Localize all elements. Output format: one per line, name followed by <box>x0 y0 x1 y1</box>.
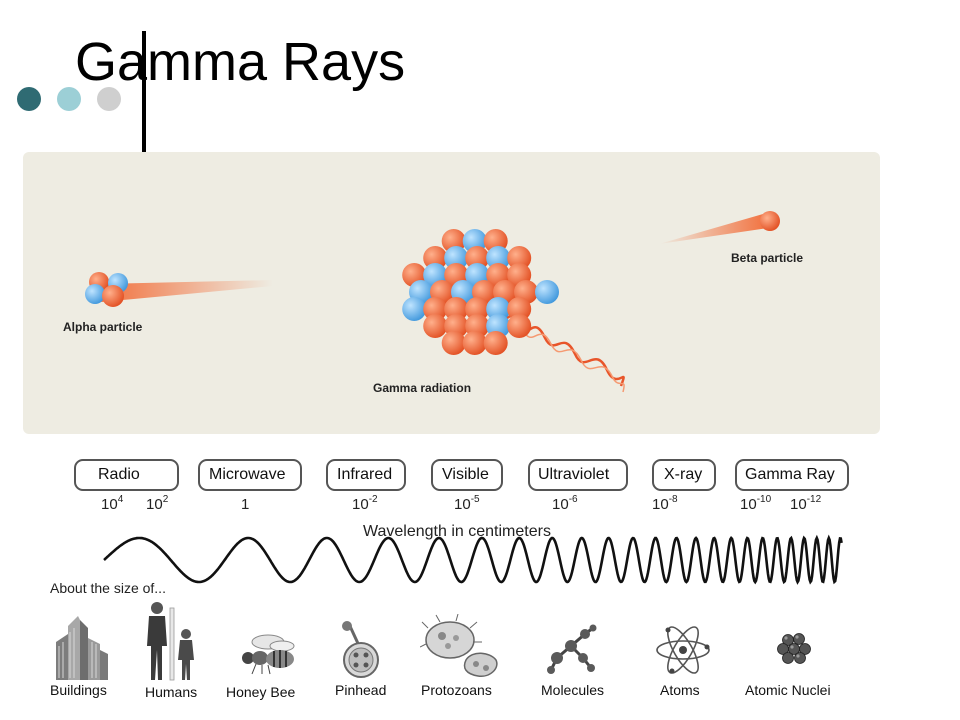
wavelength-visible: 10-5 <box>454 494 480 514</box>
nucleon <box>535 280 559 304</box>
band-radio: Radio <box>74 459 179 491</box>
wavelength-gamma-short: 10-12 <box>790 494 822 514</box>
nucleon <box>465 297 490 321</box>
title-divider-bar <box>142 31 146 152</box>
nucleon <box>423 314 448 338</box>
wavelength-axis-label: Wavelength in centimeters <box>363 523 551 540</box>
accent-dot-light <box>57 87 81 111</box>
nucleon <box>507 314 532 338</box>
nucleon <box>462 331 487 355</box>
gamma-radiation-label: Gamma radiation <box>373 381 472 395</box>
nucleon <box>486 246 511 270</box>
band-infrared: Infrared <box>326 459 406 491</box>
protozoans-icon <box>420 614 498 677</box>
nucleon <box>423 246 448 270</box>
radiation-artwork <box>85 211 780 393</box>
pinhead-icon <box>342 621 379 678</box>
caption-honey-bee: Honey Bee <box>226 684 296 700</box>
caption-atomic-nuclei: Atomic Nuclei <box>745 682 831 698</box>
accent-dot-gray <box>97 87 121 111</box>
wavelength-gamma-long: 10-10 <box>740 494 772 514</box>
nucleon <box>486 297 511 321</box>
atomic-nucleus-icon <box>777 633 811 664</box>
nucleon <box>441 331 466 355</box>
molecules-icon <box>547 624 597 674</box>
caption-humans: Humans <box>145 684 198 700</box>
honey-bee-icon <box>242 634 295 675</box>
nucleon <box>444 246 469 270</box>
band-ultraviolet: Ultraviolet <box>528 459 628 491</box>
humans-icon <box>147 602 194 681</box>
alpha-particle-label: Alpha particle <box>63 320 143 334</box>
nucleon <box>465 246 490 270</box>
band-xray-label: X-ray <box>664 466 703 483</box>
atom-icon <box>656 626 710 674</box>
accent-dot-dark <box>17 87 41 111</box>
band-microwave-label: Microwave <box>209 466 286 483</box>
beta-particle <box>760 211 780 231</box>
caption-buildings: Buildings <box>50 682 107 698</box>
band-visible: Visible <box>431 459 503 491</box>
nucleon <box>402 297 427 321</box>
nucleon <box>507 246 532 270</box>
nucleon <box>444 297 469 321</box>
band-visible-label: Visible <box>442 466 489 483</box>
caption-atoms: Atoms <box>660 682 700 698</box>
nucleon <box>507 297 532 321</box>
beta-trail <box>659 214 768 244</box>
alpha-trail <box>101 280 273 302</box>
wavelength-infrared: 10-2 <box>352 494 378 514</box>
band-microwave: Microwave <box>198 459 302 491</box>
radiation-illustration: Alpha particle Beta particle Gamma radia… <box>23 152 880 434</box>
slide-title: Gamma Rays <box>75 32 406 92</box>
gamma-nucleus <box>402 229 559 355</box>
band-gamma-ray-label: Gamma Ray <box>745 466 835 483</box>
nucleon <box>423 297 448 321</box>
band-radio-label: Radio <box>98 466 140 483</box>
size-comparison-intro: About the size of... <box>50 580 166 596</box>
wavelength-ultraviolet: 10-6 <box>552 494 578 514</box>
caption-molecules: Molecules <box>541 682 605 698</box>
beta-particle-label: Beta particle <box>731 251 804 265</box>
wavelength-xray: 10-8 <box>652 494 678 514</box>
alpha-particle <box>85 272 128 307</box>
wavelength-microwave: 1 <box>241 496 250 513</box>
caption-protozoans: Protozoans <box>421 682 492 698</box>
wavelength-radio-long: 104 <box>101 494 124 514</box>
caption-pinhead: Pinhead <box>335 682 387 698</box>
band-gamma-ray: Gamma Ray <box>735 459 849 491</box>
spectrum-wave <box>103 534 843 585</box>
band-ultraviolet-label: Ultraviolet <box>538 466 610 483</box>
nucleon <box>483 331 508 355</box>
band-infrared-label: Infrared <box>337 466 393 483</box>
band-xray: X-ray <box>652 459 716 491</box>
buildings-icon <box>56 616 108 680</box>
wavelength-radio-short: 102 <box>146 494 169 514</box>
